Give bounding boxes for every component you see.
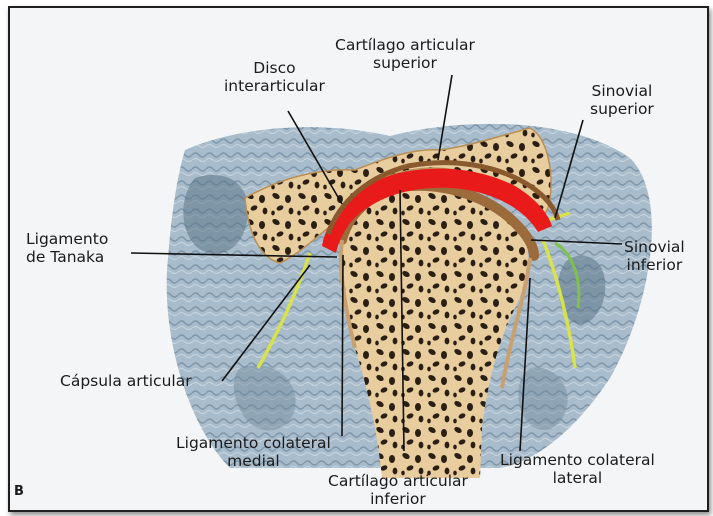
label-line: Cartílago articular: [335, 36, 475, 54]
label-line: superior: [590, 100, 654, 118]
label-tanaka-ligament: Ligamento de Tanaka: [26, 230, 108, 266]
label-inferior-synovial: Sinovial inferior: [624, 238, 685, 274]
label-superior-synovial: Sinovial superior: [590, 82, 654, 118]
label-line: Ligamento colateral: [500, 451, 655, 469]
label-line: Cápsula articular: [60, 372, 192, 390]
label-interarticular-disc: Disco interarticular: [224, 59, 325, 95]
label-line: lateral: [500, 469, 655, 487]
label-line: medial: [176, 452, 331, 470]
label-line: Ligamento colateral: [176, 434, 331, 452]
label-line: Sinovial: [590, 82, 654, 100]
label-medial-collateral-ligament: Ligamento colateral medial: [176, 434, 331, 470]
label-line: Cartílago articular: [328, 472, 468, 490]
label-line: inferior: [328, 490, 468, 508]
label-line: Sinovial: [624, 238, 685, 256]
illustration-frame: Cartílago articular superior Disco inter…: [8, 6, 709, 512]
label-line: Ligamento: [26, 230, 108, 248]
label-articular-capsule: Cápsula articular: [60, 372, 192, 390]
label-superior-articular-cartilage: Cartílago articular superior: [335, 36, 475, 72]
label-line: de Tanaka: [26, 248, 108, 266]
panel-letter: B: [14, 484, 24, 499]
label-line: Disco: [224, 59, 325, 77]
label-line: superior: [335, 54, 475, 72]
label-line: inferior: [624, 256, 685, 274]
label-lateral-collateral-ligament: Ligamento colateral lateral: [500, 451, 655, 487]
label-line: interarticular: [224, 77, 325, 95]
label-inferior-articular-cartilage: Cartílago articular inferior: [328, 472, 468, 508]
